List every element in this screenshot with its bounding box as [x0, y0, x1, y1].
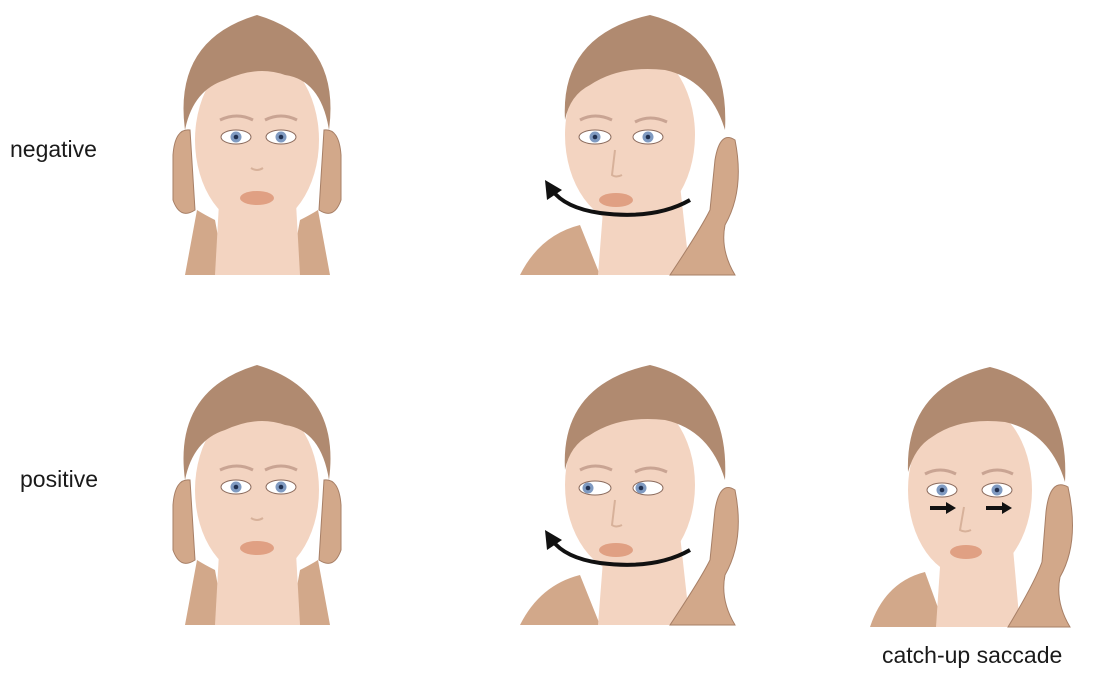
eye-right — [982, 483, 1012, 497]
face-negative-rotated — [520, 10, 755, 275]
face-negative-start — [145, 10, 370, 275]
eye-right — [633, 481, 663, 495]
eye-left — [579, 130, 611, 144]
face-positive-start — [145, 360, 370, 625]
row-label-positive: positive — [20, 466, 98, 493]
face-catch-up-saccade — [870, 362, 1095, 627]
caption-catch-up-saccade: catch-up saccade — [882, 642, 1062, 669]
eye-left — [927, 483, 957, 497]
eye-right — [266, 130, 296, 144]
eye-right — [633, 130, 663, 144]
row-label-negative: negative — [10, 136, 97, 163]
face-positive-rotated — [520, 360, 755, 625]
eye-left — [221, 480, 251, 494]
eye-right — [266, 480, 296, 494]
eye-left — [579, 481, 611, 495]
eye-left — [221, 130, 251, 144]
